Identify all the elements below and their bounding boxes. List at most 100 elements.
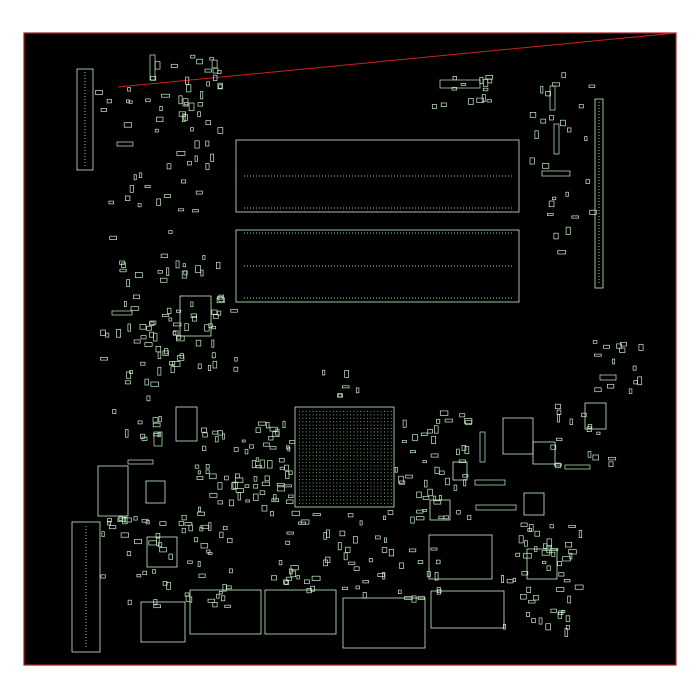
ic-right-2[interactable] <box>532 441 556 465</box>
connector-bottom-left[interactable] <box>71 521 101 653</box>
bga-ball <box>390 414 392 416</box>
passive-component <box>467 514 472 521</box>
bga-ball <box>305 489 307 491</box>
bga-ball <box>339 441 341 443</box>
bga-ball <box>312 438 314 440</box>
passive-component <box>501 574 504 583</box>
bga-ball <box>390 424 392 426</box>
bga-ball <box>312 496 314 497</box>
passive-component <box>382 572 386 580</box>
passive-component <box>249 444 254 449</box>
bga-ball <box>339 458 341 460</box>
bottom-connector-2[interactable] <box>189 589 262 635</box>
bga-ball <box>309 472 311 474</box>
connector-top-left[interactable] <box>76 68 94 171</box>
passive-component <box>112 409 117 414</box>
ic-left-mid[interactable] <box>175 406 198 442</box>
ic-right-4[interactable] <box>523 492 545 516</box>
bga-ball <box>305 411 307 412</box>
dimm-slot-lower[interactable] <box>235 229 520 303</box>
passive-component <box>276 483 285 487</box>
passive-component <box>205 464 210 469</box>
bga-ball <box>350 502 351 504</box>
dimm-slot-upper[interactable] <box>235 139 520 213</box>
passive-component <box>157 270 163 274</box>
bga-ball <box>353 421 355 423</box>
bga-ball <box>316 472 317 474</box>
passive-component <box>100 108 107 112</box>
connector-right-vertical[interactable] <box>594 98 604 289</box>
bottom-connector-4[interactable] <box>342 597 426 649</box>
passive-component <box>259 490 266 495</box>
bga-ball <box>350 411 351 412</box>
bga-ball <box>329 428 331 429</box>
passive-component <box>267 460 273 469</box>
bga-ball <box>316 448 317 450</box>
passive-component <box>608 461 614 467</box>
bga-ball <box>380 434 382 436</box>
ic-bottom-left[interactable] <box>146 536 178 568</box>
bga-ball <box>322 472 324 474</box>
bga-ball <box>377 472 379 474</box>
passive-component <box>263 442 270 447</box>
bga-ball <box>360 414 362 416</box>
bga-ball <box>299 411 300 412</box>
bottom-connector-3[interactable] <box>264 589 337 635</box>
bga-ball <box>353 462 355 463</box>
passive-component <box>211 339 215 348</box>
passive-component <box>561 72 566 78</box>
passive-component <box>222 433 225 440</box>
passive-component <box>534 546 538 552</box>
passive-component <box>200 91 204 100</box>
ic-left-large[interactable] <box>97 465 129 517</box>
passive-component <box>188 102 195 112</box>
passive-component <box>126 279 130 288</box>
passive-component <box>146 325 152 331</box>
bga-ball <box>305 448 307 450</box>
passive-component <box>206 81 210 87</box>
passive-component <box>207 598 216 603</box>
passive-component <box>233 366 239 372</box>
passive-component <box>232 481 238 489</box>
bga-ball <box>329 441 331 443</box>
passive-component <box>166 267 170 276</box>
passive-component <box>468 98 474 105</box>
passive-component <box>381 547 388 553</box>
bga-ball <box>312 462 314 463</box>
bga-ball <box>353 451 355 453</box>
bga-ball <box>322 475 324 477</box>
bga-ball <box>309 448 311 450</box>
ic-left-square[interactable] <box>179 295 212 337</box>
bga-ball <box>346 421 348 423</box>
bga-ball <box>384 455 385 457</box>
passive-component <box>155 345 162 353</box>
passive-component <box>534 130 539 139</box>
passive-component <box>554 463 562 467</box>
bga-ball <box>390 441 392 443</box>
ic-bottom-right[interactable] <box>526 548 558 580</box>
passive-component <box>216 310 222 316</box>
bga-ball <box>346 411 348 412</box>
connector-mid-right[interactable] <box>428 534 493 580</box>
bga-ball <box>390 411 392 412</box>
bga-ball <box>336 451 338 453</box>
bga-ball <box>316 421 317 423</box>
bottom-connector-5[interactable] <box>430 590 505 629</box>
ic-right-1[interactable] <box>502 417 534 455</box>
ic-right-3[interactable] <box>584 402 607 430</box>
bga-ball <box>326 485 328 487</box>
bga-ball <box>346 451 348 453</box>
bottom-connector-1[interactable] <box>140 601 186 643</box>
bga-ball <box>309 455 311 457</box>
passive-component <box>168 317 173 322</box>
bga-ball <box>343 458 345 460</box>
ic-right-5[interactable] <box>452 461 468 481</box>
ic-left-small[interactable] <box>145 480 166 504</box>
passive-component <box>137 203 142 208</box>
passive-component <box>607 383 615 389</box>
bga-ball <box>353 489 355 491</box>
bga-chip-center[interactable] <box>294 406 395 508</box>
passive-component <box>205 469 210 475</box>
